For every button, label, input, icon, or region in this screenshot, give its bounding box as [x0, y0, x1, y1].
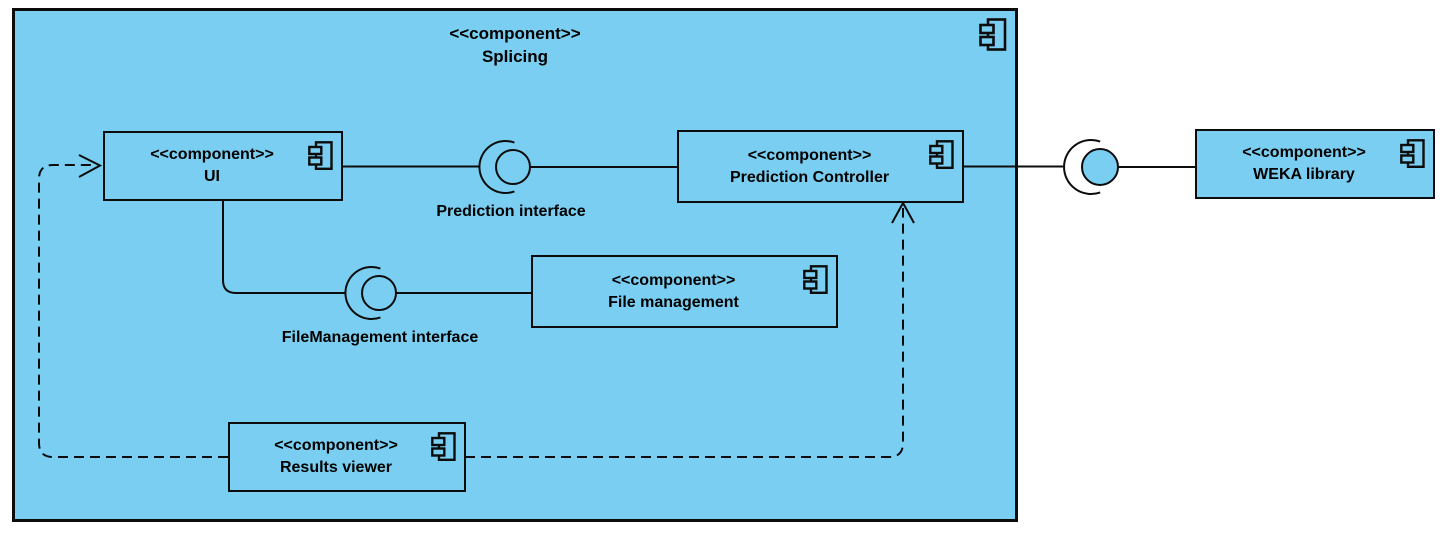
component-file-management: <<component>> File management: [531, 255, 838, 328]
component-ui-label: <<component>> UI: [105, 144, 341, 188]
filemanagement-interface-label: FileManagement interface: [281, 329, 479, 346]
component-icon: [803, 265, 828, 294]
weka-library-stereotype: <<component>>: [1242, 144, 1366, 161]
component-weka-library-label: <<component>> WEKA library: [1197, 142, 1433, 186]
component-weka-library: <<component>> WEKA library: [1195, 129, 1435, 199]
file-management-name: File management: [608, 293, 739, 311]
component-icon: [308, 141, 333, 170]
component-file-management-label: <<component>> File management: [533, 270, 836, 314]
ball-weka-interface: [1081, 148, 1119, 186]
results-viewer-name: Results viewer: [279, 459, 393, 476]
splicing-stereotype: <<component>>: [449, 24, 581, 43]
results-viewer-stereotype: <<component>>: [274, 437, 398, 454]
ui-stereotype: <<component>>: [150, 146, 274, 163]
prediction-controller-stereotype: <<component>>: [747, 146, 872, 164]
component-results-viewer: <<component>> Results viewer: [228, 422, 466, 492]
component-results-viewer-label: <<component>> Results viewer: [230, 435, 464, 479]
component-icon: [979, 18, 1007, 51]
prediction-controller-name: Prediction Controller: [729, 168, 890, 186]
ui-name: UI: [204, 168, 220, 185]
splicing-title: <<component>> Splicing: [15, 22, 1015, 68]
prediction-interface-label: Prediction interface: [436, 203, 586, 220]
component-ui: <<component>> UI: [103, 131, 343, 201]
component-icon: [431, 432, 456, 461]
socket-arc-weka-interface: [1063, 139, 1101, 195]
weka-library-name: WEKA library: [1253, 166, 1355, 183]
component-icon: [929, 140, 954, 169]
splicing-name: Splicing: [481, 47, 549, 66]
component-icon: [1400, 139, 1425, 168]
component-prediction-controller: <<component>> Prediction Controller: [677, 130, 964, 203]
component-splicing-container: <<component>> Splicing: [12, 8, 1018, 522]
file-management-stereotype: <<component>>: [611, 271, 736, 289]
component-prediction-controller-label: <<component>> Prediction Controller: [679, 145, 962, 189]
